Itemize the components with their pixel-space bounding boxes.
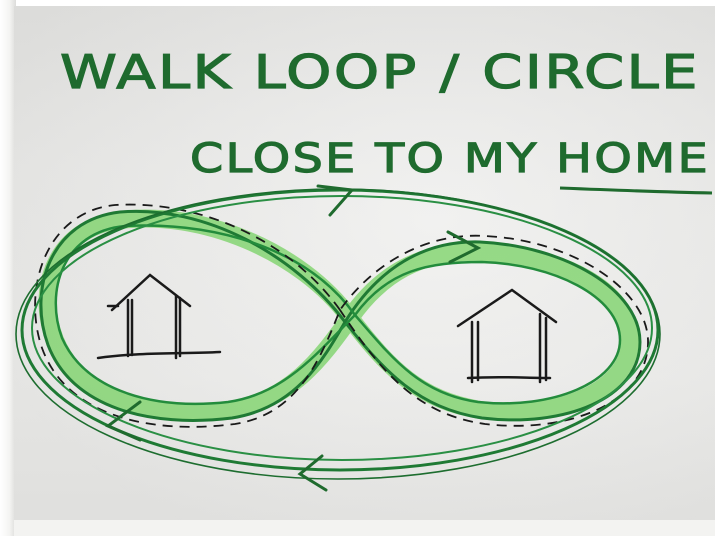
house-icon <box>98 275 220 358</box>
note-title-line-1: WALK LOOP / CIRCLE <box>60 45 700 99</box>
note-title-line-2: CLOSE TO MY HOME <box>190 136 710 182</box>
arrow-left-icon <box>300 456 326 490</box>
house-icon <box>458 290 556 382</box>
home-underline <box>560 188 712 193</box>
